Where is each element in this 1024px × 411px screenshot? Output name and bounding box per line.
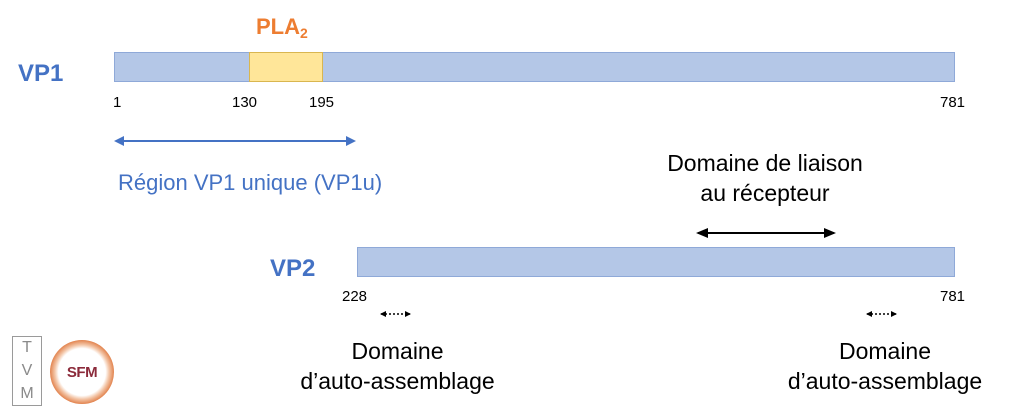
- vp2-bar: [357, 247, 955, 277]
- assembly-domain-left-line1: Domaine: [351, 338, 444, 364]
- tvm-logo-letter-t: T: [22, 339, 32, 357]
- pla2-domain-box: [249, 52, 323, 82]
- tvm-logo: T V M: [12, 336, 42, 406]
- vp1-unique-region-label: Région VP1 unique (VP1u): [118, 170, 383, 195]
- receptor-domain-line2: au récepteur: [700, 180, 830, 206]
- vp1-tick-start: 1: [113, 94, 122, 111]
- tvm-logo-letter-v: V: [21, 361, 33, 379]
- pla2-label-text: PLA: [256, 14, 300, 39]
- sfm-logo: SFM: [50, 340, 114, 404]
- sfm-logo-text: SFM: [66, 363, 98, 381]
- vp1-label: VP1: [18, 60, 64, 87]
- vp1-tick-pla-end: 195: [309, 94, 335, 111]
- receptor-domain-line1: Domaine de liaison: [667, 150, 863, 176]
- tvm-logo-letter-m: M: [20, 384, 34, 402]
- assembly-domain-left-label: Domaine d’auto-assemblage: [300, 336, 495, 396]
- vp2-tick-start: 228: [342, 288, 368, 305]
- vp2-label: VP2: [270, 255, 316, 282]
- pla2-label-subscript: 2: [300, 25, 308, 41]
- assembly-domain-right-label: Domaine d’auto-assemblage: [785, 336, 985, 396]
- vp1-tick-pla-start: 130: [232, 94, 258, 111]
- assembly-domain-right-line2: d’auto-assemblage: [787, 368, 983, 394]
- receptor-binding-domain-label: Domaine de liaison au récepteur: [620, 148, 910, 208]
- pla2-label: PLA2: [256, 14, 308, 41]
- assembly-domain-left-line2: d’auto-assemblage: [300, 368, 495, 394]
- vp1-tick-end: 781: [940, 94, 966, 111]
- assembly-domain-right-line1: Domaine: [838, 338, 932, 364]
- vp2-tick-end: 781: [940, 288, 966, 305]
